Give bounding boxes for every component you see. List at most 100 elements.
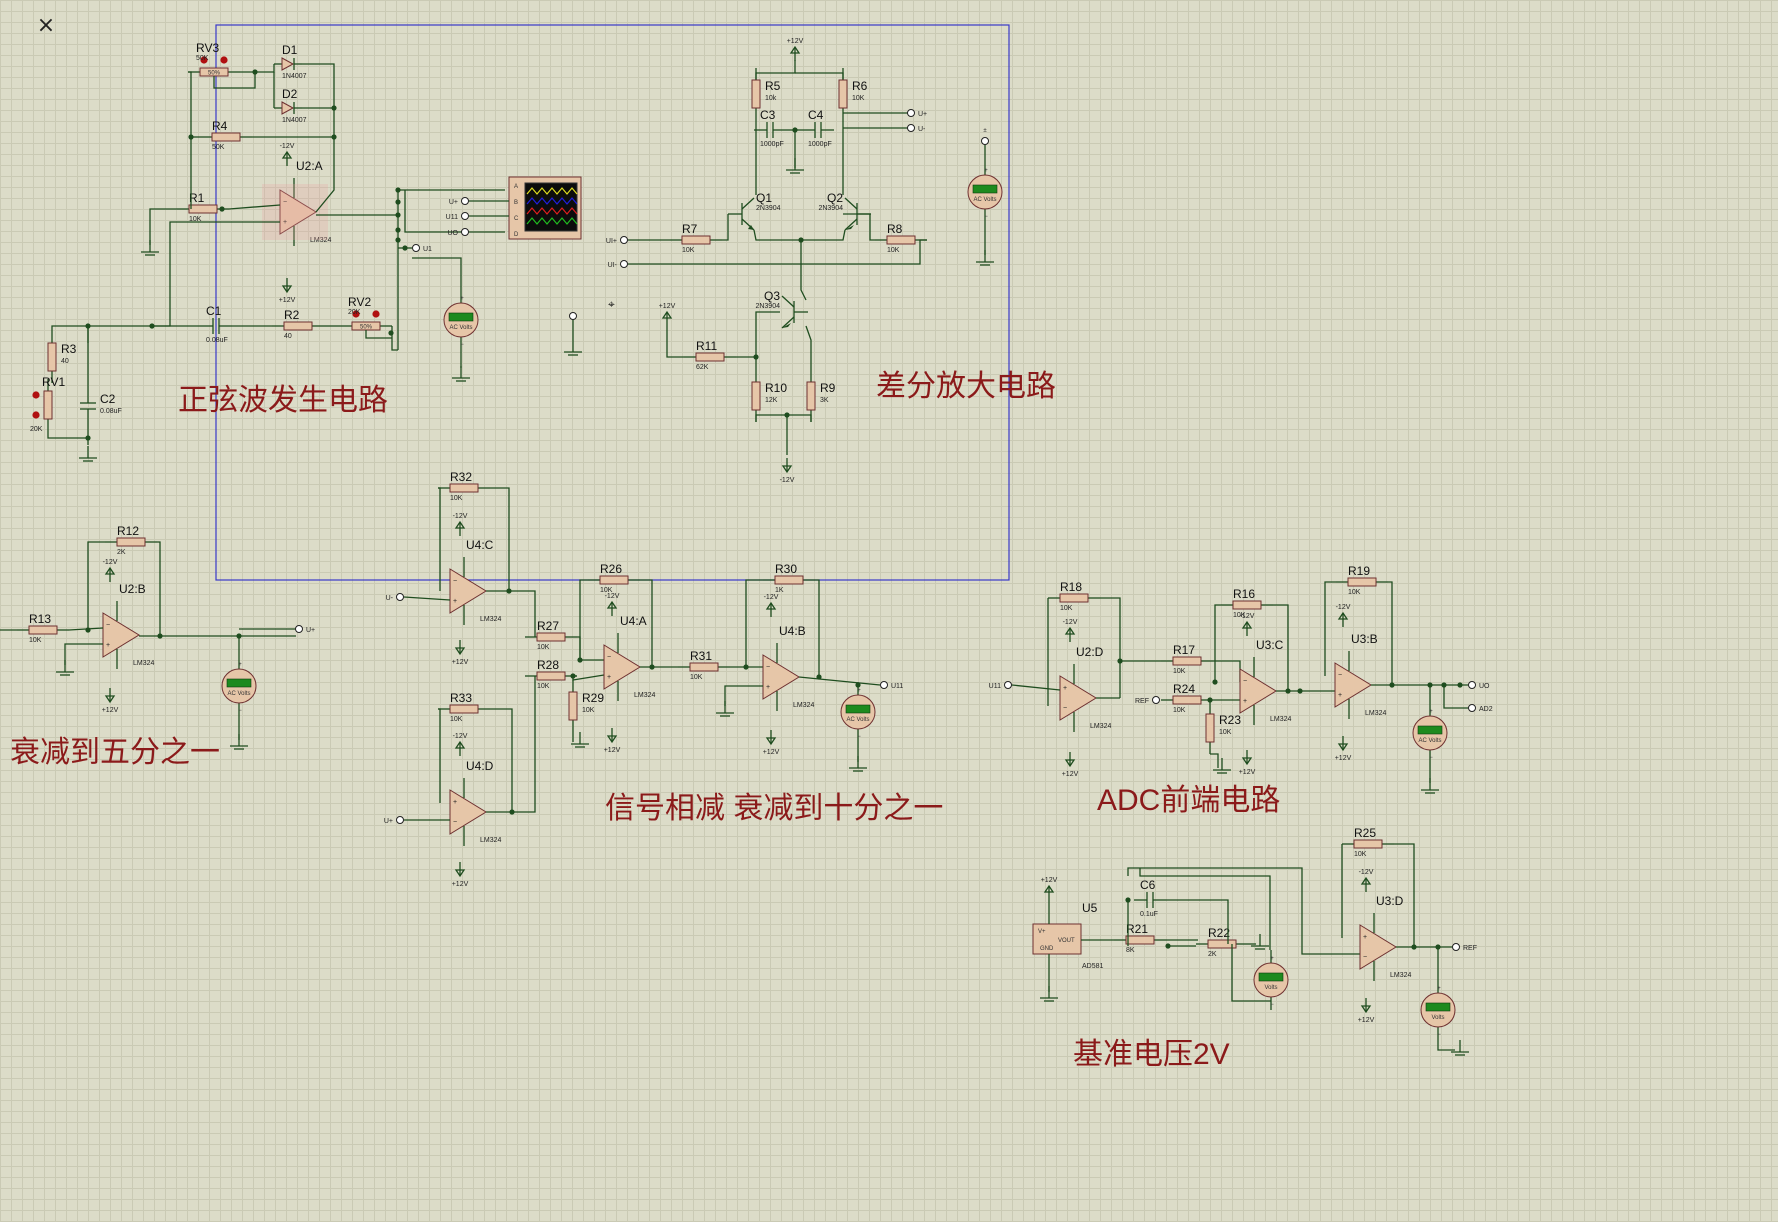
pot-knob-icon[interactable]	[200, 56, 208, 64]
terminal-U1[interactable]: U1	[412, 244, 433, 254]
terminal-icon[interactable]	[396, 593, 404, 601]
voltmeter[interactable]: AC Volts+−	[1412, 703, 1448, 763]
voltmeter[interactable]: Volts+−	[1420, 980, 1456, 1040]
voltmeter[interactable]: AC Volts+−	[967, 162, 1003, 222]
pot-knob-icon[interactable]	[352, 310, 360, 318]
voltmeter[interactable]: AC Volts+−	[221, 656, 257, 716]
terminal-icon[interactable]	[981, 137, 989, 145]
terminal-icon[interactable]	[1452, 943, 1460, 951]
terminal-icon[interactable]	[295, 625, 303, 633]
terminal-icon[interactable]	[1468, 704, 1476, 712]
terminal-icon[interactable]	[412, 244, 420, 252]
terminal-icon[interactable]	[907, 124, 915, 132]
terminal-UI+[interactable]: UI+	[606, 236, 628, 246]
terminal-icon[interactable]	[620, 260, 628, 268]
terminal-U11[interactable]: U11	[989, 681, 1012, 691]
voltmeter[interactable]: AC Volts+−	[840, 682, 876, 742]
terminal-icon[interactable]	[396, 816, 404, 824]
pot-knob-icon[interactable]	[32, 411, 40, 419]
voltmeter[interactable]: Volts+−	[1253, 950, 1289, 1010]
terminal-icon[interactable]	[1152, 696, 1160, 704]
terminal-icon[interactable]	[620, 236, 628, 244]
terminal-U-[interactable]: U-	[907, 124, 927, 134]
terminal-[interactable]	[981, 137, 989, 145]
pot-knob-icon[interactable]	[32, 391, 40, 399]
terminal-U-[interactable]: U-	[386, 593, 404, 603]
terminal-UO[interactable]: UO	[448, 228, 469, 238]
terminal-icon[interactable]	[907, 109, 915, 117]
capacitor-c1[interactable]: C10.08uF	[200, 304, 232, 344]
terminal-UI-[interactable]: UI-	[608, 260, 628, 270]
terminal-icon[interactable]	[461, 212, 469, 220]
terminal-icon[interactable]	[880, 681, 888, 689]
terminal-AD2[interactable]: AD2	[1468, 704, 1493, 714]
terminal-U11[interactable]: U11	[446, 212, 469, 222]
terminal-U+[interactable]: U+	[384, 816, 404, 826]
terminal-REF[interactable]: REF	[1135, 696, 1160, 706]
voltmeter[interactable]: AC Volts+−	[443, 290, 479, 350]
pot-knob-icon[interactable]	[372, 310, 380, 318]
pot-knob-icon[interactable]	[220, 56, 228, 64]
terminal-REF[interactable]: REF	[1452, 943, 1478, 953]
close-icon[interactable]: ×	[36, 13, 56, 38]
terminal-U+[interactable]: U+	[449, 197, 469, 207]
terminal-[interactable]	[569, 312, 577, 320]
terminal-icon[interactable]	[1004, 681, 1012, 689]
terminal-U+[interactable]: U+	[907, 109, 928, 119]
terminal-UO[interactable]: UO	[1468, 681, 1491, 691]
capacitor-c6[interactable]: C60.1uF	[1134, 878, 1166, 918]
terminal-icon[interactable]	[1468, 681, 1476, 689]
terminal-icon[interactable]	[461, 197, 469, 205]
terminal-icon[interactable]	[569, 312, 577, 320]
